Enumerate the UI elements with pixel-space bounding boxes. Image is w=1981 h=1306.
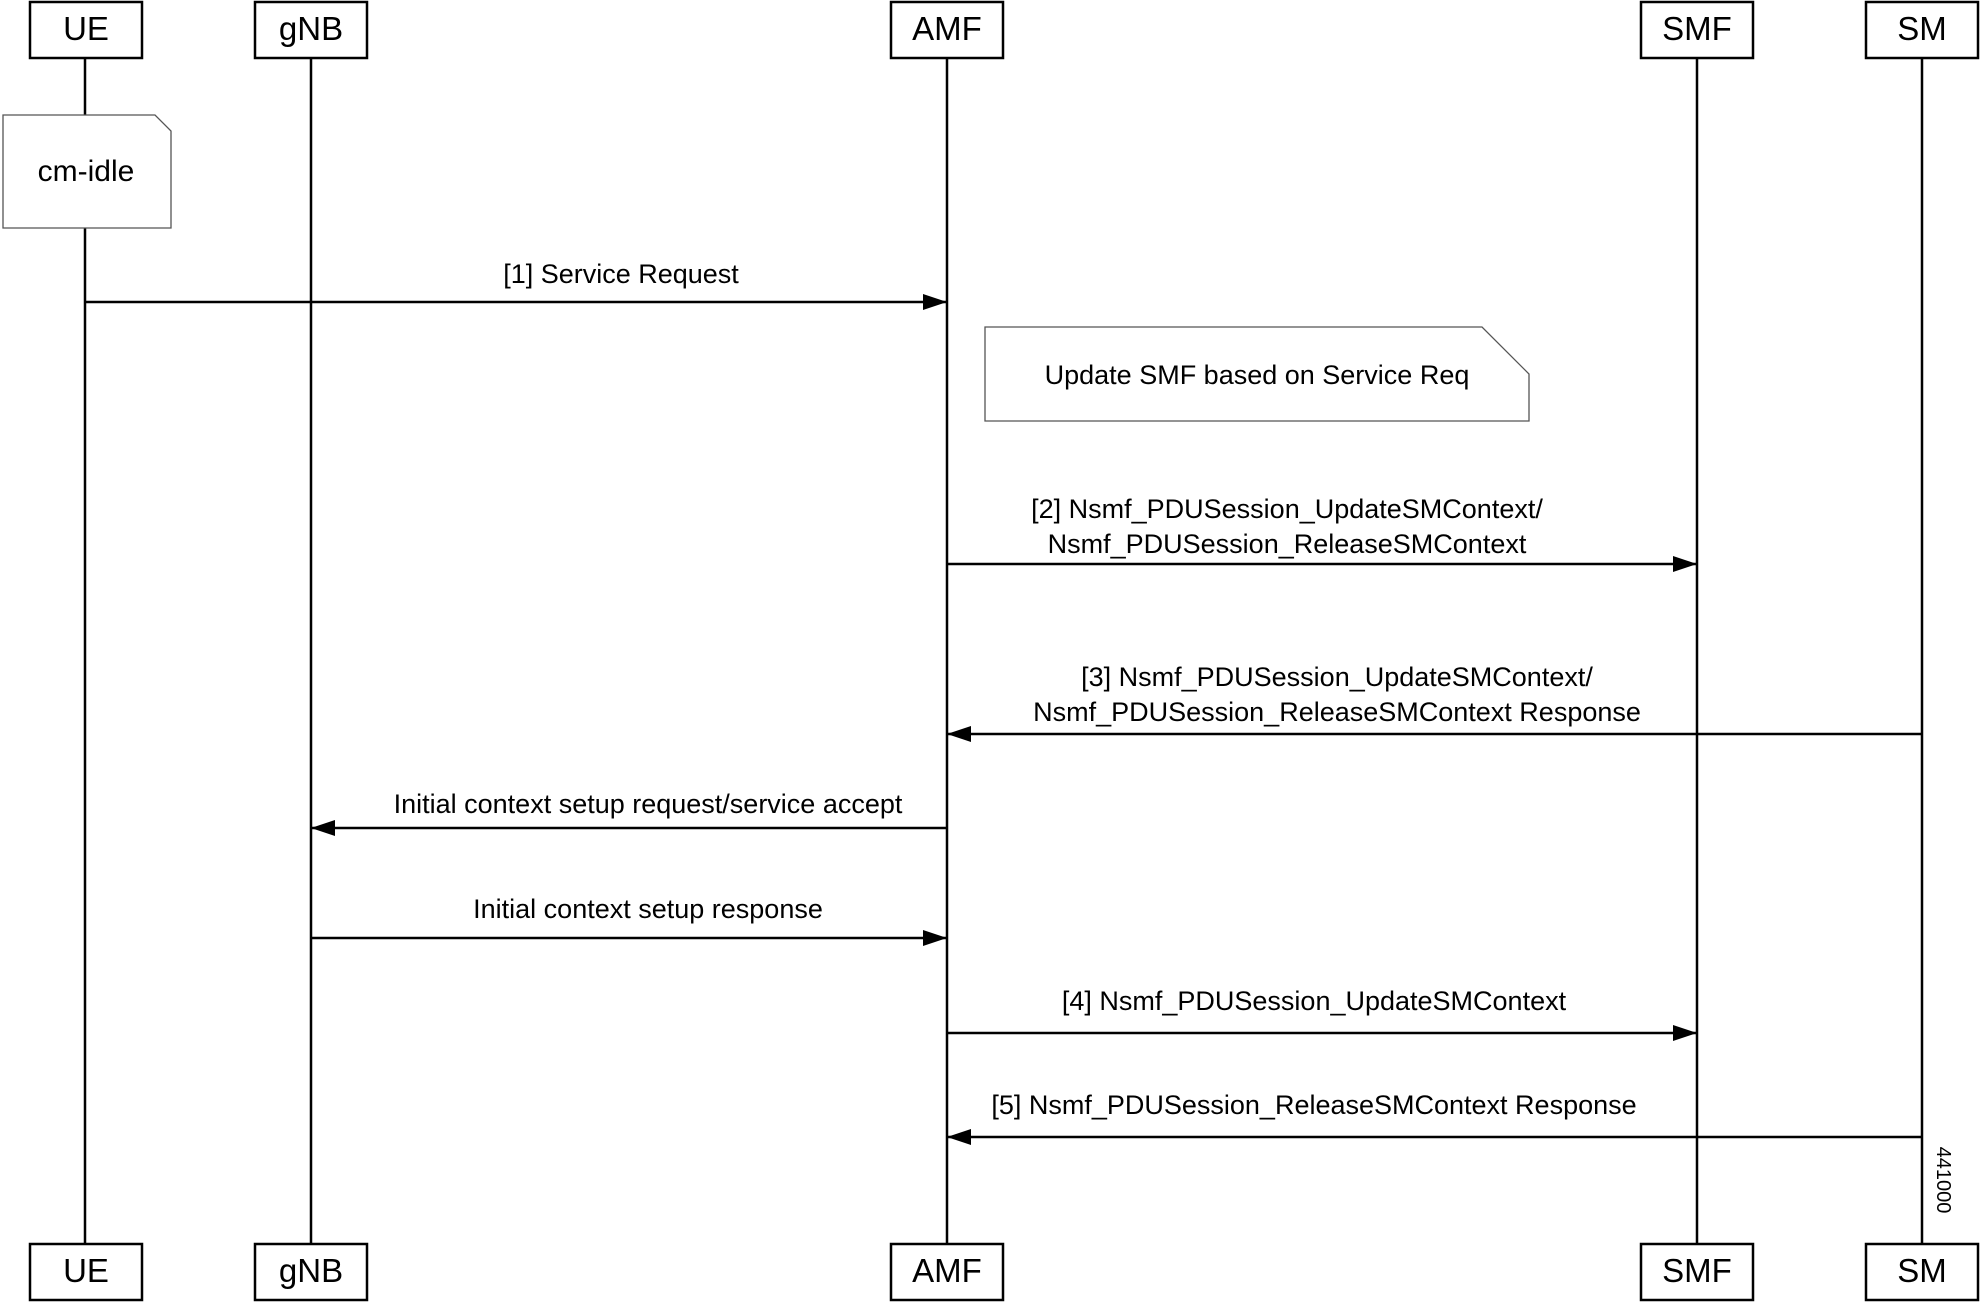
participant-amf-bottom: AMF [889, 1242, 1005, 1302]
message-label: [4] Nsmf_PDUSession_UpdateSMContext [1062, 986, 1567, 1016]
message-label: Initial context setup response [473, 894, 823, 924]
participant-amf-top: AMF [889, 0, 1005, 60]
participant-label: AMF [912, 1252, 982, 1289]
participant-label: SM [1897, 10, 1947, 47]
message-label: [5] Nsmf_PDUSession_ReleaseSMContext Res… [991, 1090, 1636, 1120]
note-cm-idle: cm-idle [2, 114, 172, 229]
participant-label: AMF [912, 10, 982, 47]
message-4: Initial context setup request/service ac… [311, 789, 947, 836]
message-6: [4] Nsmf_PDUSession_UpdateSMContext [947, 986, 1697, 1041]
participant-label: UE [63, 1252, 109, 1289]
participant-label: UE [63, 10, 109, 47]
participant-smf-bottom: SMF [1639, 1242, 1755, 1302]
message-label: Nsmf_PDUSession_ReleaseSMContext [1048, 529, 1527, 559]
message-7: [5] Nsmf_PDUSession_ReleaseSMContext Res… [947, 1090, 1922, 1145]
participant-ue-top: UE [28, 0, 144, 60]
participant-ue-bottom: UE [28, 1242, 144, 1302]
message-label: [3] Nsmf_PDUSession_UpdateSMContext/ [1081, 662, 1593, 692]
message-2: [2] Nsmf_PDUSession_UpdateSMContext/ Nsm… [947, 494, 1697, 572]
participant-gnb-bottom: gNB [253, 1242, 369, 1302]
message-5: Initial context setup response [311, 894, 947, 946]
participant-label: SMF [1662, 10, 1732, 47]
participant-gnb-top: gNB [253, 0, 369, 60]
message-label: Nsmf_PDUSession_ReleaseSMContext Respons… [1033, 697, 1641, 727]
participant-label: gNB [279, 10, 343, 47]
participant-sm-top: SM [1864, 0, 1980, 60]
message-label: Initial context setup request/service ac… [394, 789, 903, 819]
figure-id: 441000 [1932, 1147, 1954, 1214]
participant-smf-top: SMF [1639, 0, 1755, 60]
note-label: Update SMF based on Service Req [1045, 360, 1470, 390]
participant-label: SM [1897, 1252, 1947, 1289]
participant-label: SMF [1662, 1252, 1732, 1289]
note-update-smf: Update SMF based on Service Req [984, 326, 1530, 422]
message-1: [1] Service Request [85, 259, 947, 310]
note-label: cm-idle [38, 155, 135, 188]
message-label: [2] Nsmf_PDUSession_UpdateSMContext/ [1031, 494, 1543, 524]
message-label: [1] Service Request [503, 259, 739, 289]
message-3: [3] Nsmf_PDUSession_UpdateSMContext/ Nsm… [947, 662, 1922, 742]
lifelines [83, 58, 1924, 1244]
participant-sm-bottom: SM [1864, 1242, 1980, 1302]
participant-label: gNB [279, 1252, 343, 1289]
